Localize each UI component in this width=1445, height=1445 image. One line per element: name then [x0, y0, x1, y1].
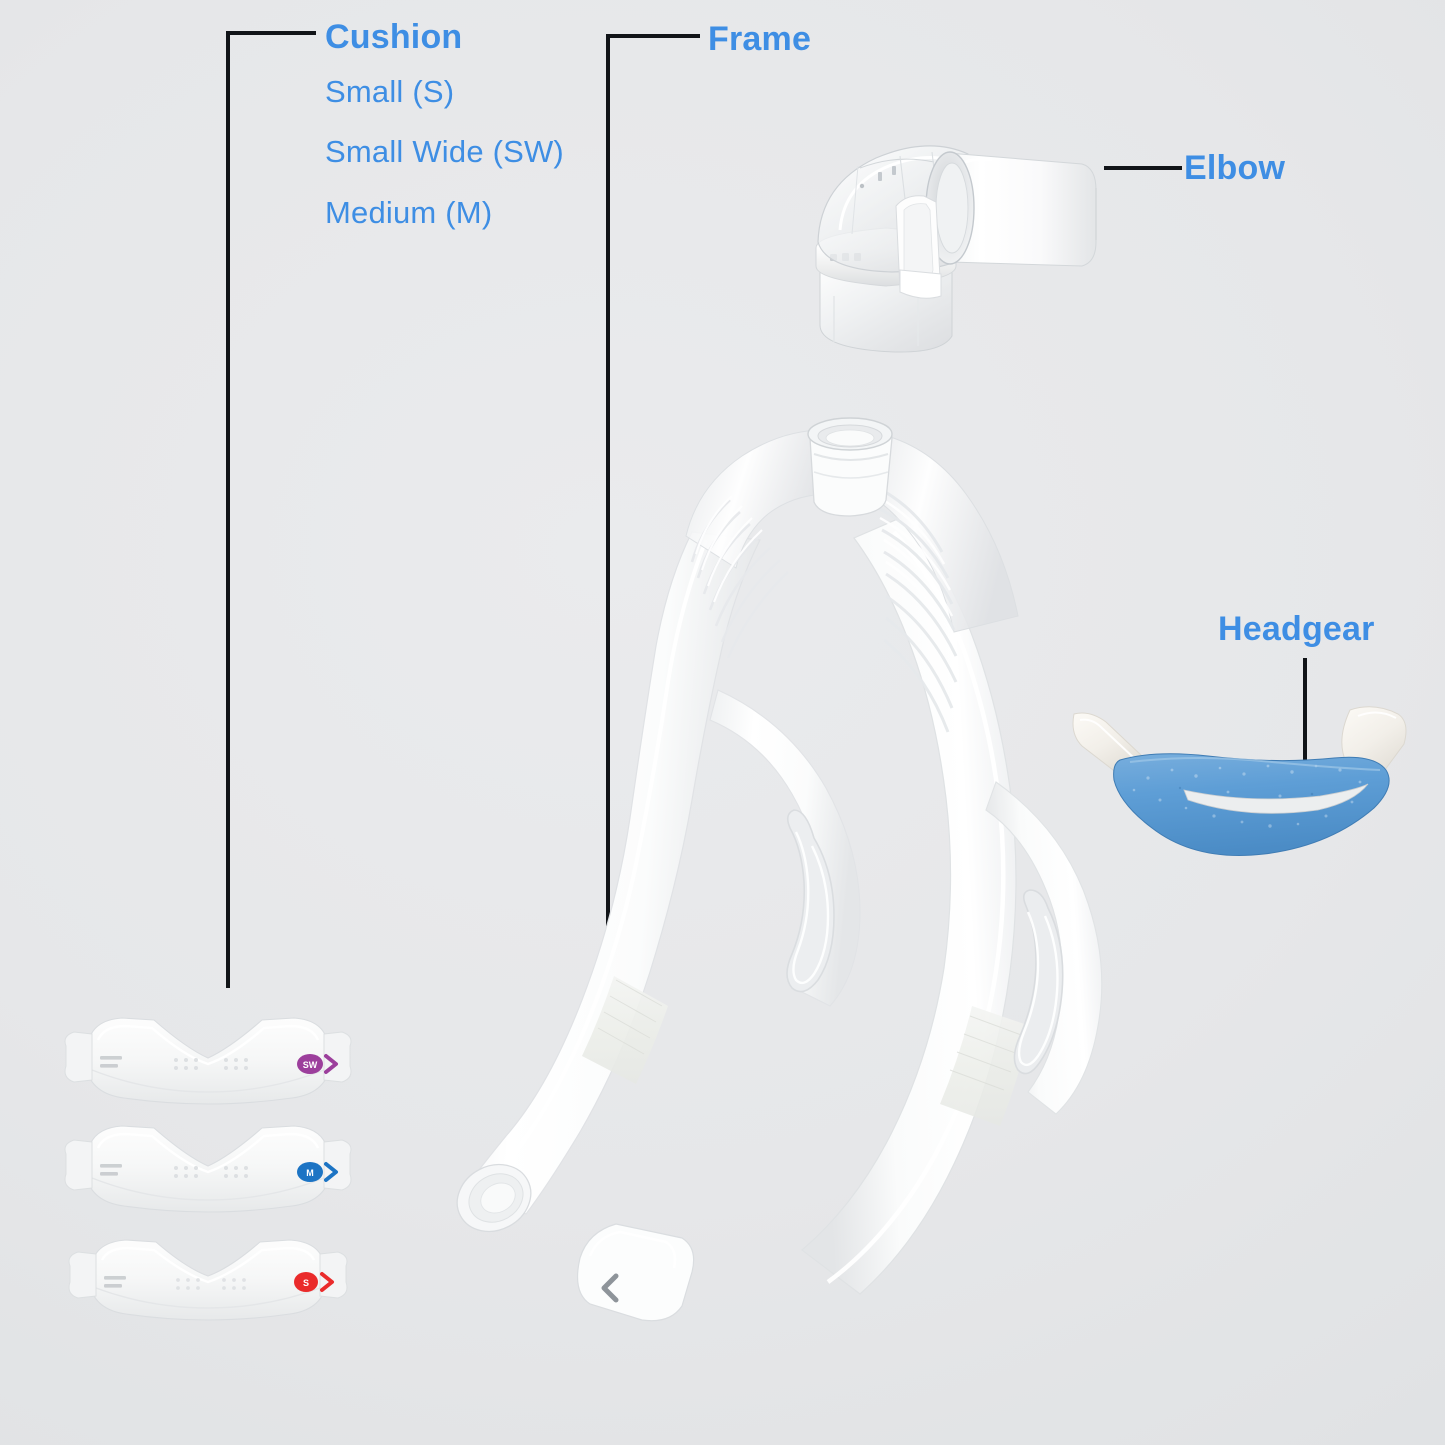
- cushion-size-badge-s: S: [294, 1272, 334, 1292]
- elbow-part: [800, 110, 1100, 360]
- cushion-leader-horizontal: [228, 31, 316, 35]
- label-cushion: Cushion: [325, 18, 463, 56]
- cushion-size-small: Small (S): [325, 74, 455, 109]
- frame-center-port: [807, 417, 893, 517]
- frame-crown-tubing: [685, 417, 1019, 733]
- headgear-leader-vertical: [1303, 658, 1307, 768]
- frame-leader-horizontal: [608, 34, 700, 38]
- badge-chevron-icon: [324, 1054, 338, 1074]
- cushion-swatch-sw: SW: [58, 1000, 358, 1118]
- frame-tip-chevron-icon: [601, 1273, 619, 1303]
- cushion-size-medium: Medium (M): [325, 195, 493, 230]
- headgear-strap: [1113, 753, 1390, 856]
- cushion-leader-vertical: [226, 31, 230, 988]
- frame-part: [430, 417, 1170, 1330]
- cushion-size-small-wide: Small Wide (SW): [325, 134, 564, 169]
- frame-right-arm: [577, 517, 1103, 1322]
- badge-text-sw: SW: [303, 1060, 318, 1070]
- frame-right-tip: [577, 1223, 695, 1322]
- cushion-swatch-m: M: [58, 1108, 358, 1226]
- cushion-size-badge-m: M: [297, 1162, 338, 1182]
- badge-text-m: M: [306, 1168, 314, 1178]
- cushion-size-badge-sw: SW: [297, 1054, 338, 1074]
- badge-text-s: S: [303, 1278, 309, 1288]
- frame-left-arm: [456, 531, 861, 1233]
- cushion-swatch-s: S: [58, 1218, 358, 1336]
- badge-chevron-icon: [320, 1272, 334, 1292]
- elbow-release-clip: [895, 195, 942, 299]
- headgear-part: [1068, 700, 1413, 880]
- label-headgear: Headgear: [1218, 610, 1375, 648]
- elbow-leader-horizontal: [1104, 166, 1182, 170]
- frame-left-tip: [456, 1163, 532, 1233]
- frame-right-ribs: [873, 484, 958, 733]
- headgear-slot: [1183, 783, 1369, 814]
- label-frame: Frame: [708, 20, 812, 58]
- badge-chevron-icon: [324, 1162, 338, 1182]
- frame-leader-vertical: [606, 34, 610, 1005]
- label-elbow: Elbow: [1184, 149, 1286, 187]
- elbow-barrel: [925, 151, 1097, 267]
